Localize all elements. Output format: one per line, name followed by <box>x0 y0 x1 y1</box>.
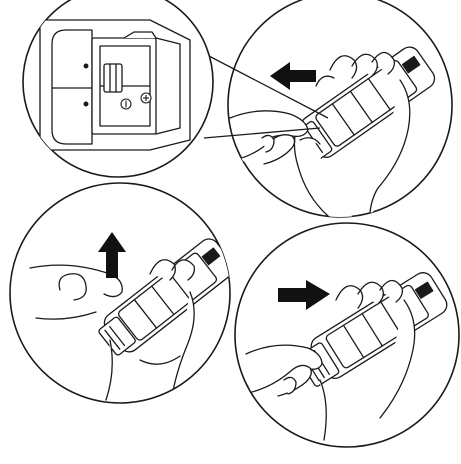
panel-step-1 <box>227 0 453 218</box>
panel-step-3 <box>234 222 460 448</box>
zoom-inset <box>22 0 329 178</box>
minus-symbol <box>120 98 132 110</box>
left-arrow-icon <box>270 62 316 90</box>
up-arrow-icon <box>98 232 126 278</box>
right-arrow-icon <box>278 280 330 310</box>
plus-symbol <box>140 92 152 104</box>
panel-step-2 <box>9 182 231 404</box>
callout-line-bottom <box>203 127 321 139</box>
